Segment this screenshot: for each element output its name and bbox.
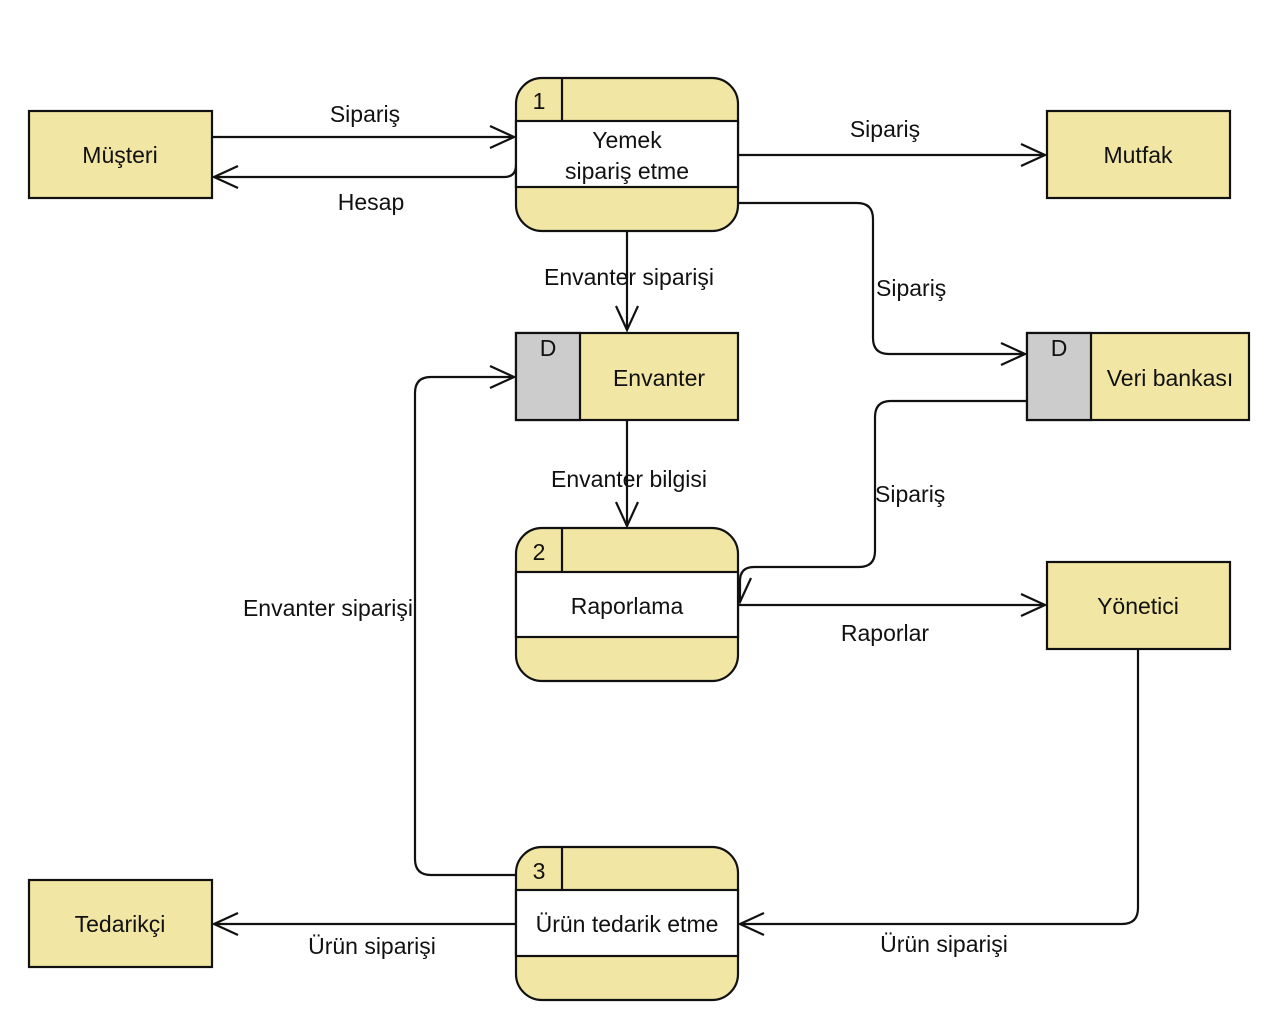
- flow-yonetici-to-urun-tedarik[interactable]: [737, 649, 1140, 936]
- process-raporlama[interactable]: 2 Raporlama: [514, 526, 740, 683]
- entity-tedarikci[interactable]: Tedarikçi: [27, 878, 214, 969]
- arrowhead-icon: [489, 125, 517, 149]
- flow-yemek-siparis-to-musteri[interactable]: [211, 164, 518, 189]
- process-number: 2: [533, 539, 546, 565]
- flow-musteri-to-yemek-siparis[interactable]: [212, 125, 517, 149]
- entity-musteri[interactable]: Müşteri: [27, 109, 214, 200]
- flow-yemek-siparis-to-envanter[interactable]: [615, 231, 639, 333]
- flow-label-raporlar: Raporlar: [841, 620, 930, 646]
- arrowhead-icon: [489, 365, 517, 389]
- entity-label: Müşteri: [82, 142, 157, 168]
- process-label-line1: Yemek: [592, 127, 662, 153]
- flow-label-tedarikci-urun-siparisi: Ürün siparişi: [308, 933, 436, 959]
- flow-label-rapor-siparis: Sipariş: [875, 481, 945, 507]
- entity-label: Tedarikçi: [75, 911, 166, 937]
- entity-mutfak[interactable]: Mutfak: [1045, 109, 1232, 200]
- arrowhead-icon: [1020, 593, 1048, 617]
- process-number: 1: [533, 88, 546, 114]
- flow-label-envanter-siparisi-2: Envanter siparişi: [243, 595, 413, 621]
- flow-label-yonetici-urun-siparisi: Ürün siparişi: [880, 931, 1008, 957]
- flow-label-envanter-siparisi: Envanter siparişi: [544, 264, 714, 290]
- process-label: Ürün tedarik etme: [536, 911, 719, 937]
- process-label-line2: sipariş etme: [565, 158, 689, 184]
- flow-raporlama-to-yonetici[interactable]: [738, 593, 1048, 617]
- process-yemek-siparis-etme[interactable]: 1 Yemek sipariş etme: [514, 76, 740, 233]
- process-number: 3: [533, 858, 546, 884]
- flow-label-veri-siparis: Sipariş: [876, 275, 946, 301]
- arrowhead-icon: [615, 305, 639, 333]
- flow-label-envanter-bilgisi: Envanter bilgisi: [551, 466, 707, 492]
- arrowhead-icon: [211, 165, 239, 189]
- flow-yemek-siparis-to-mutfak[interactable]: [738, 143, 1048, 167]
- flow-urun-tedarik-to-tedarikci[interactable]: [211, 912, 516, 936]
- arrowhead-icon: [1020, 143, 1048, 167]
- flow-yemek-siparis-to-veri-bankasi[interactable]: [738, 201, 1028, 366]
- process-urun-tedarik-etme[interactable]: 3 Ürün tedarik etme: [514, 845, 740, 1002]
- flow-label-mutfak-siparis: Sipariş: [850, 116, 920, 142]
- flow-label-hesap: Hesap: [338, 189, 404, 215]
- entity-label: Mutfak: [1103, 142, 1173, 168]
- store-label: Veri bankası: [1107, 365, 1234, 391]
- store-tag: D: [1051, 335, 1068, 361]
- store-label: Envanter: [613, 365, 705, 391]
- arrowhead-icon: [615, 501, 639, 529]
- arrowhead-icon: [211, 912, 239, 936]
- store-veri-bankasi[interactable]: D Veri bankası: [1025, 331, 1251, 422]
- entity-yonetici[interactable]: Yönetici: [1045, 560, 1232, 651]
- arrowhead-icon: [737, 912, 765, 936]
- store-envanter[interactable]: D Envanter: [514, 331, 740, 422]
- flow-label-musteri-siparis: Sipariş: [330, 101, 400, 127]
- flow-envanter-to-raporlama[interactable]: [615, 420, 639, 529]
- flow-urun-tedarik-to-envanter[interactable]: [413, 365, 517, 877]
- arrowhead-icon: [1000, 342, 1028, 366]
- store-tag: D: [540, 335, 557, 361]
- process-label: Raporlama: [571, 593, 684, 619]
- entity-label: Yönetici: [1097, 593, 1179, 619]
